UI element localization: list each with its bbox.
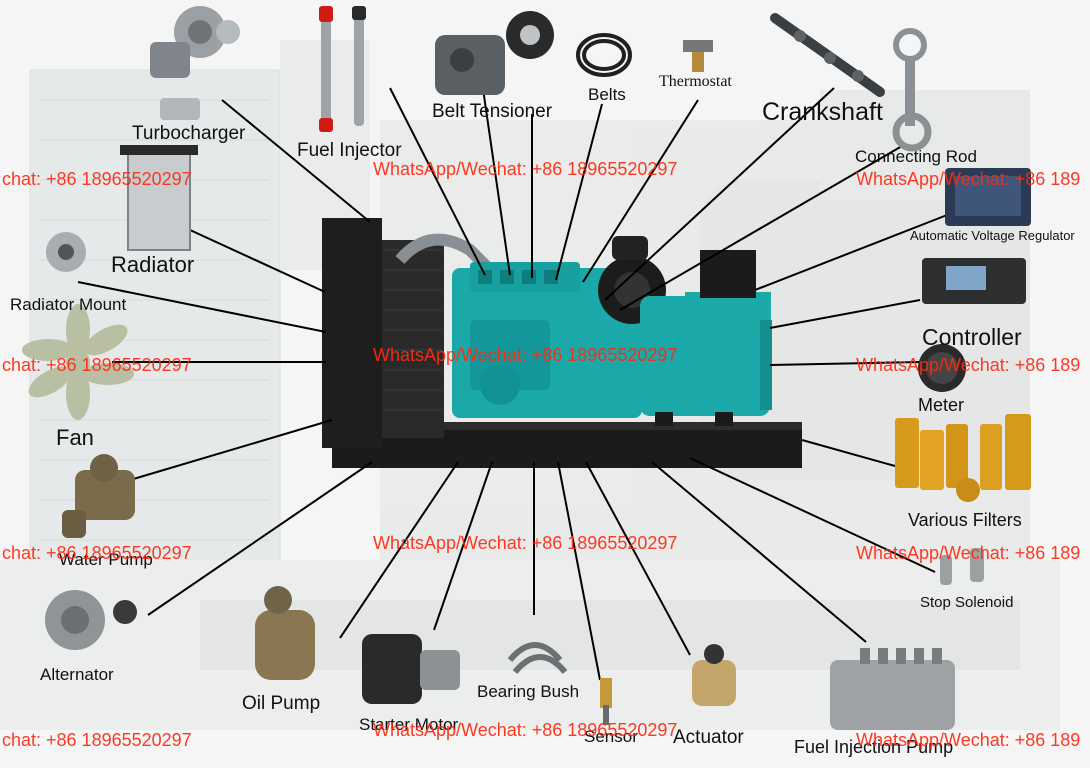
water-pump-picture — [62, 454, 135, 538]
meter-picture — [918, 344, 966, 392]
label-sensor: Sensor — [584, 727, 638, 746]
label-belt-tensioner: Belt Tensioner — [432, 101, 553, 122]
label-fuel-injection-pump: Fuel Injection Pump — [794, 737, 954, 757]
watermark-left-1: chat: +86 18965520297 — [2, 169, 192, 189]
label-avr: Automatic Voltage Regulator — [910, 228, 1075, 243]
actuator-picture — [692, 644, 736, 706]
watermark-right-4: WhatsApp/Wechat: +86 189 — [856, 730, 1081, 750]
leader-connecting-rod — [619, 145, 903, 311]
control-box — [700, 250, 756, 298]
leader-crankshaft — [604, 87, 835, 301]
alternator-picture — [45, 590, 137, 650]
leader-turbocharger — [221, 99, 371, 223]
belt-tensioner-picture — [435, 11, 554, 95]
leader-meter — [769, 361, 921, 366]
belts-picture — [576, 33, 632, 77]
sensor-picture — [600, 678, 612, 725]
label-turbocharger: Turbocharger — [132, 123, 246, 144]
watermark-right-3: WhatsApp/Wechat: +86 189 — [856, 543, 1081, 563]
label-alternator: Alternator — [40, 665, 114, 684]
fuel-injector-picture — [319, 6, 366, 132]
watermark-left-2: chat: +86 18965520297 — [2, 355, 192, 375]
connecting-rod-picture — [892, 28, 932, 152]
label-connecting-rod: Connecting Rod — [855, 147, 977, 166]
controller-picture — [922, 258, 1026, 304]
leader-controller — [769, 299, 921, 329]
leader-fuel-injector — [389, 87, 486, 276]
leader-actuator — [585, 461, 691, 656]
watermark-right-2: WhatsApp/Wechat: +86 189 — [856, 355, 1081, 375]
label-water-pump: Water Pump — [59, 550, 153, 569]
leader-various-filters — [801, 439, 896, 467]
label-radiator: Radiator — [111, 252, 195, 277]
filters-picture — [895, 414, 1031, 502]
bearing-bush-picture — [507, 642, 568, 674]
thermostat-picture — [683, 40, 713, 72]
watermark-center-2: WhatsApp/Wechat: +86 18965520297 — [373, 345, 678, 365]
watermark-right-1: WhatsApp/Wechat: +86 189 — [856, 169, 1081, 189]
label-thermostat: Thermostat — [659, 73, 732, 90]
label-starter-motor: Starter Motor — [359, 715, 459, 734]
leader-starter-motor — [433, 461, 493, 631]
leader-oil-pump — [339, 461, 459, 639]
starter-motor-picture — [362, 634, 460, 704]
watermark-center-3: WhatsApp/Wechat: +86 18965520297 — [373, 533, 678, 553]
radiator-housing — [322, 218, 382, 448]
avr-picture — [945, 168, 1031, 226]
watermark-left-4: chat: +86 18965520297 — [2, 730, 192, 750]
label-fan: Fan — [56, 425, 94, 450]
leader-belt-tensioner — [481, 81, 511, 276]
turbocharger-picture — [150, 6, 240, 120]
label-bearing-bush: Bearing Bush — [477, 682, 580, 701]
leader-stop-solenoid — [689, 457, 936, 573]
leader-water-pump — [129, 419, 333, 481]
leader-fuel-injection-pump — [651, 461, 867, 643]
radiator-mount-picture — [46, 232, 86, 272]
leader-radiator-mount — [77, 281, 327, 333]
radiator-picture — [120, 145, 198, 251]
label-various-filters: Various Filters — [908, 510, 1022, 530]
label-actuator: Actuator — [673, 727, 744, 748]
leader-alternator — [147, 461, 373, 616]
label-meter: Meter — [918, 395, 965, 415]
watermark-center-1: WhatsApp/Wechat: +86 18965520297 — [373, 159, 678, 179]
leader-thermostat — [582, 99, 699, 283]
watermark-center-4: WhatsApp/Wechat: +86 18965520297 — [373, 720, 678, 740]
leader-lines — [77, 81, 966, 681]
leader-sensor — [557, 461, 601, 681]
fan-picture — [22, 304, 134, 420]
label-controller: Controller — [922, 324, 1022, 350]
watermark-left-3: chat: +86 18965520297 — [2, 543, 192, 563]
label-stop-solenoid: Stop Solenoid — [920, 594, 1014, 611]
fuel-injection-pump-picture — [830, 648, 955, 730]
stop-solenoid-picture — [940, 548, 984, 585]
leader-belts-2 — [555, 103, 603, 281]
oil-pump-picture — [255, 586, 315, 680]
label-crankshaft: Crankshaft — [762, 98, 883, 126]
label-fuel-injector: Fuel Injector — [297, 140, 402, 161]
generator-set-image — [322, 218, 802, 468]
label-radiator-mount: Radiator Mount — [10, 295, 127, 314]
label-belts: Belts — [588, 85, 626, 104]
label-oil-pump: Oil Pump — [242, 693, 321, 714]
crankshaft-picture — [770, 13, 885, 97]
leader-radiator — [189, 229, 326, 293]
leader-avr — [754, 207, 966, 291]
